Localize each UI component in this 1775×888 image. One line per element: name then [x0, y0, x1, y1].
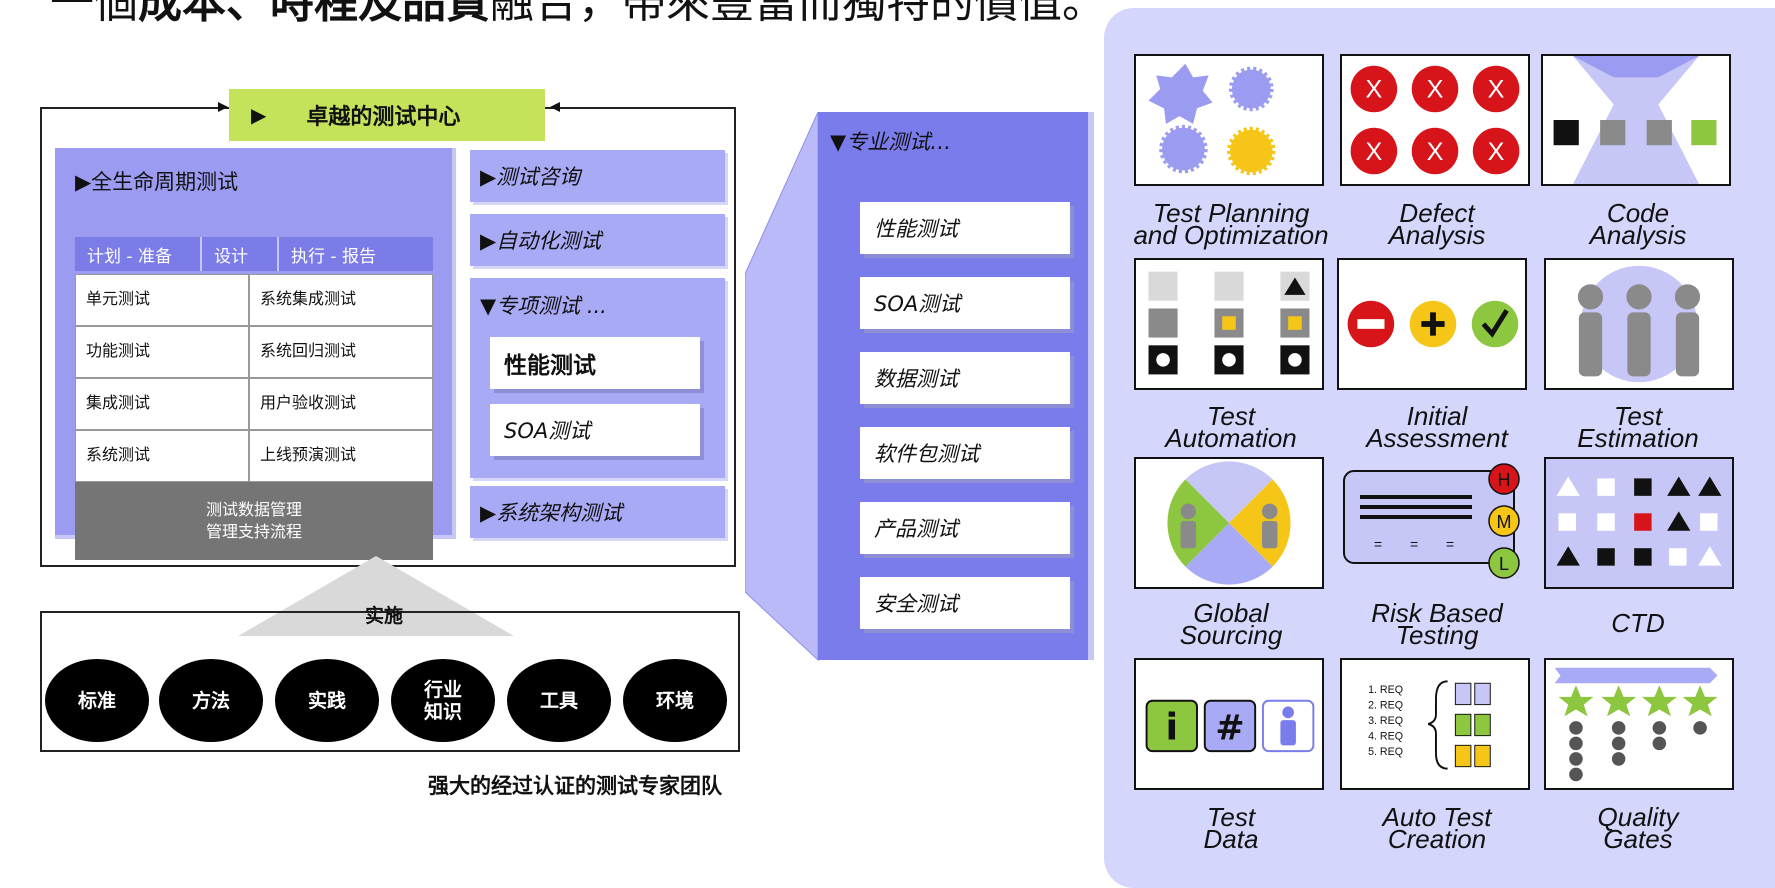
specialized-item: 软件包测试	[860, 427, 1070, 479]
defect-circle	[1350, 127, 1398, 175]
specialized-title: ▼专业测试…	[830, 130, 952, 154]
grid-cell: 用户验收测试	[249, 378, 433, 430]
tile-caption: CTD	[1611, 608, 1665, 638]
consulting-item: ▶测试咨询	[470, 150, 725, 202]
phase-plan: 计划 - 准备	[75, 237, 202, 271]
lifecycle-grid: 单元测试 系统集成测试 功能测试 系统回归测试 集成测试 用户验收测试 系统测试…	[75, 274, 433, 482]
grid-cell: 上线预演测试	[249, 430, 433, 482]
automation-icon	[1134, 258, 1324, 390]
special-testing-title: ▼专项测试 ...	[480, 294, 607, 318]
implementation-triangle	[238, 556, 514, 636]
req-line: 2. REQ	[1368, 699, 1403, 711]
autotest-icon: 1. REQ 2. REQ 3. REQ 4. REQ 5. REQ	[1340, 658, 1530, 790]
defect-circle	[1472, 127, 1520, 175]
specialized-item: 性能测试	[860, 202, 1070, 254]
grid-cell: 功能测试	[75, 326, 249, 378]
quality-icon	[1544, 658, 1734, 790]
lifecycle-title: ▶全生命周期测试	[75, 170, 239, 194]
pillar: 行业 知识	[391, 659, 495, 742]
pillar: 方法	[159, 659, 263, 742]
pillars-frame	[40, 611, 740, 752]
defect-mark: X	[1366, 138, 1383, 166]
team-caption: 强大的经过认证的测试专家团队	[428, 774, 722, 798]
defect-circle	[1472, 65, 1520, 113]
header-text: 一個成本、時程及品質融合，帶來豐富而獨特的價值。	[50, 0, 1106, 28]
zoom-connector	[745, 112, 819, 662]
grid-cell: 系统回归测试	[249, 326, 433, 378]
automation-item: ▶自动化测试	[470, 214, 725, 266]
defect-mark: X	[1427, 76, 1444, 104]
req-line: 3. REQ	[1368, 715, 1403, 727]
assessment-icon	[1337, 258, 1527, 390]
defect-mark: X	[1366, 76, 1383, 104]
ctd-icon	[1544, 457, 1734, 589]
connector-arrows	[218, 102, 560, 112]
risk-icon: = = = H M L	[1340, 457, 1530, 589]
pillar: 工具	[507, 659, 611, 742]
special-item: 性能测试	[490, 337, 700, 389]
architecture-item: ▶系统架构测试	[470, 486, 725, 538]
risk-level-label: L	[1499, 554, 1509, 574]
phase-bar: 计划 - 准备 设计 执行 - 报告	[75, 237, 433, 271]
estimation-icon	[1544, 258, 1734, 390]
defect-circle	[1350, 65, 1398, 113]
req-line: 1. REQ	[1368, 684, 1403, 696]
phase-execute: 执行 - 报告	[291, 246, 376, 267]
pillar: 标准	[45, 659, 149, 742]
info-glyph: i	[1165, 706, 1178, 749]
grid-cell: 单元测试	[75, 274, 249, 326]
play-icon: ▶	[251, 103, 267, 127]
risk-level-label: H	[1498, 470, 1511, 490]
defect-circle	[1411, 65, 1459, 113]
specialized-item: SOA测试	[860, 277, 1070, 329]
sourcing-icon	[1134, 457, 1324, 589]
defect-mark: X	[1427, 138, 1444, 166]
grid-cell: 集成测试	[75, 378, 249, 430]
hash-glyph: #	[1215, 709, 1244, 749]
risk-level-label: M	[1497, 512, 1512, 532]
req-line: 5. REQ	[1368, 746, 1403, 758]
defect-circle	[1411, 127, 1459, 175]
planning-icon	[1134, 54, 1324, 186]
svg-text:=: =	[1446, 536, 1454, 552]
special-item: SOA测试	[490, 404, 700, 456]
center-title: ▶ 卓越的测试中心	[229, 89, 545, 141]
phase-design: 设计	[202, 237, 279, 271]
svg-text:=: =	[1410, 536, 1418, 552]
defect-icon: X X X X X X	[1340, 54, 1530, 186]
svg-text:=: =	[1374, 536, 1382, 552]
grid-cell: 系统测试	[75, 430, 249, 482]
support-line: 管理支持流程	[205, 522, 302, 541]
grid-cell: 系统集成测试	[249, 274, 433, 326]
req-line: 4. REQ	[1368, 731, 1403, 743]
specialized-item: 数据测试	[860, 352, 1070, 404]
defect-mark: X	[1488, 76, 1505, 104]
support-box: 测试数据管理 管理支持流程	[75, 482, 433, 560]
pillar: 环境	[623, 659, 727, 742]
specialized-item: 产品测试	[860, 502, 1070, 554]
data-icon: i #	[1134, 658, 1324, 790]
specialized-item: 安全测试	[860, 577, 1070, 629]
pillar: 实践	[275, 659, 379, 742]
center-title-text: 卓越的测试中心	[306, 105, 461, 130]
support-line: 测试数据管理	[205, 500, 302, 519]
code-icon	[1541, 54, 1731, 186]
implementation-label: 实施	[365, 605, 404, 627]
defect-mark: X	[1488, 138, 1505, 166]
